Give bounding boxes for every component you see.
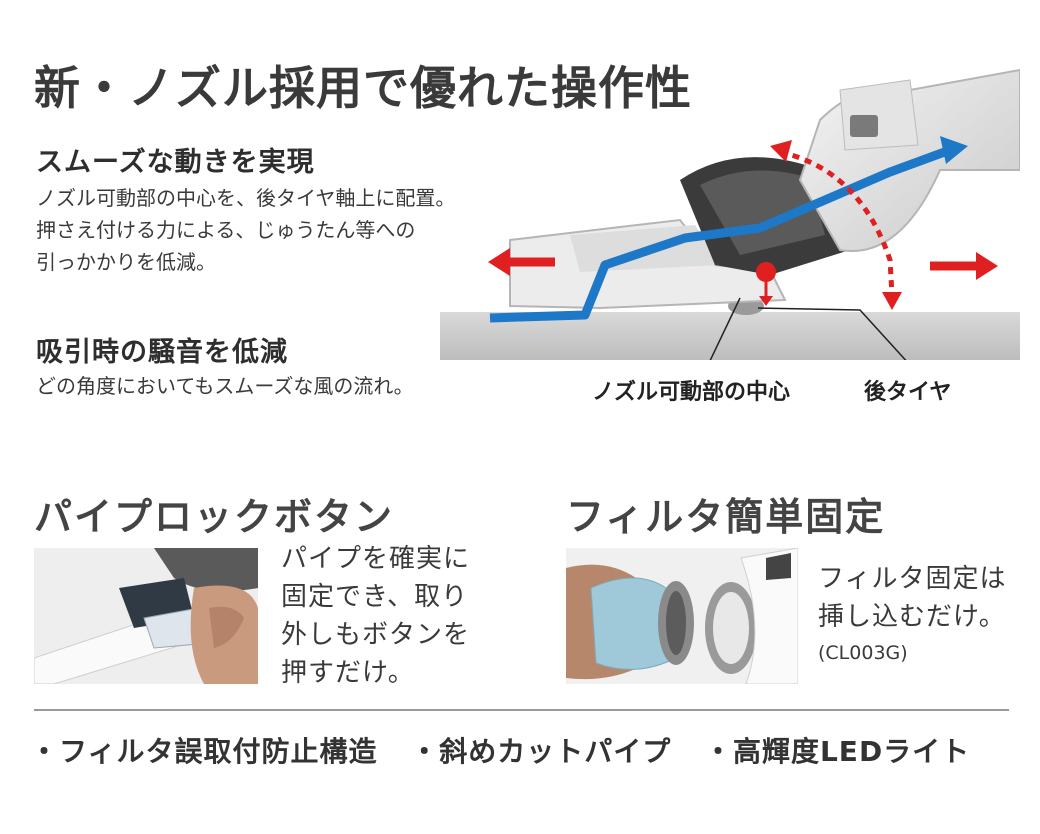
- filter-photo: [566, 548, 798, 684]
- airflow-arrow: [489, 145, 952, 323]
- filter-heading: フィルタ簡単固定: [566, 495, 886, 539]
- smooth-line: 引っかかりを低減。: [36, 250, 216, 274]
- filter-illustration: [566, 548, 798, 684]
- pipe-lock-heading: パイプロックボタン: [34, 495, 395, 539]
- pipe-lock-part: [850, 115, 878, 137]
- feature-list: ・フィルタ誤取付防止構造 ・斜めカットパイプ ・高輝度LEDライト: [30, 730, 992, 770]
- noise-line: どの角度においてもスムーズな風の流れ。: [36, 374, 414, 398]
- nozzle-illustration: [440, 68, 1020, 360]
- pipe-collar: [839, 79, 919, 151]
- pipe-lock-illustration: [34, 548, 258, 684]
- nozzle-diagram: [440, 60, 1020, 360]
- pipe-lock-photo: [34, 548, 258, 684]
- page-title: 新・ノズル採用で優れた操作性: [34, 61, 692, 115]
- carpet-floor: [440, 312, 1020, 360]
- feature-item: ・斜めカットパイプ: [410, 735, 672, 768]
- airflow-arrowhead: [940, 136, 968, 164]
- pipe-lock-description: パイプを確実に 固定でき、取り 外しもボタンを 押すだけ。: [281, 540, 470, 692]
- smooth-description: ノズル可動部の中心を、後タイヤ軸上に配置。 押さえ付ける力による、じゅうたん等へ…: [36, 182, 455, 278]
- pivot-arc: [779, 149, 895, 296]
- pipe-lock-line: 外しもボタンを: [281, 620, 471, 650]
- label-rear-tire: 後タイヤ: [864, 380, 952, 405]
- noise-description: どの角度においてもスムーズな風の流れ。: [36, 370, 414, 402]
- pivot-center-dot: [756, 262, 776, 282]
- filter-line: フィルタ固定は: [818, 564, 1007, 594]
- divider: [34, 709, 1009, 711]
- pipe-lock-line: 固定でき、取り: [281, 582, 469, 612]
- leader-center: [709, 297, 741, 360]
- noise-heading: 吸引時の騒音を低減: [36, 337, 288, 368]
- left-arrow-head: [488, 248, 510, 276]
- feature-item: ・高輝度LEDライト: [703, 735, 971, 768]
- smooth-line: 押さえ付ける力による、じゅうたん等への: [36, 218, 416, 242]
- pivot-down-head: [759, 296, 773, 306]
- pivot-arc-head-bottom: [882, 292, 902, 310]
- filter-description: フィルタ固定は 挿し込むだけ。: [818, 560, 1006, 636]
- filter-model: (CL003G): [818, 642, 908, 664]
- smooth-heading: スムーズな動きを実現: [36, 147, 315, 178]
- smooth-line: ノズル可動部の中心を、後タイヤ軸上に配置。: [36, 186, 456, 210]
- pipe-lock-line: 押すだけ。: [281, 658, 415, 688]
- pipe-lock-line: パイプを確実に: [281, 544, 471, 574]
- label-nozzle-center: ノズル可動部の中心: [592, 380, 791, 405]
- filter-line: 挿し込むだけ。: [818, 602, 1006, 632]
- right-arrow-head: [976, 252, 998, 280]
- pivot-arc-head-top: [770, 140, 792, 162]
- feature-item: ・フィルタ誤取付防止構造: [30, 735, 378, 768]
- leader-tire: [757, 307, 907, 360]
